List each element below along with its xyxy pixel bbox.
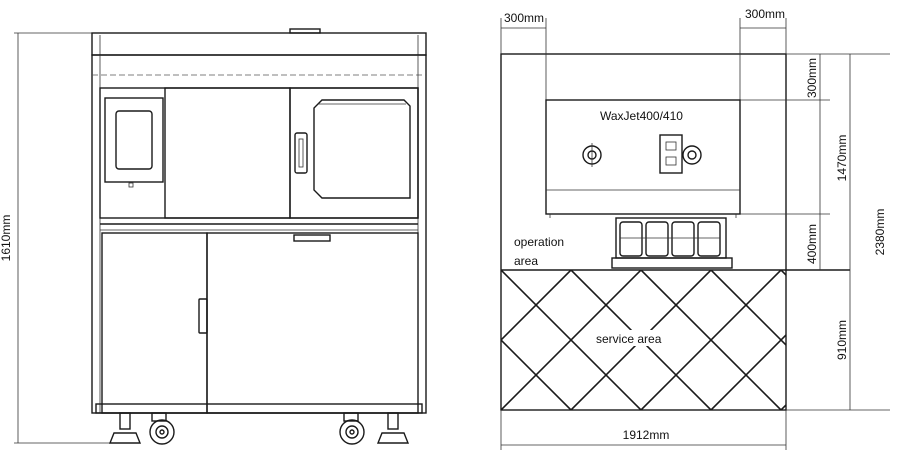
caster-right bbox=[339, 412, 365, 445]
top-cap bbox=[91, 32, 427, 56]
center-window bbox=[164, 87, 291, 219]
drawer-handle bbox=[293, 234, 331, 242]
layout-view: 300mm 300mm 300mm 1470mm 400mm 2380mm 91… bbox=[500, 7, 890, 450]
cartridge-module bbox=[611, 217, 733, 269]
service-label-bg bbox=[592, 330, 660, 346]
screen-frame bbox=[104, 97, 164, 183]
base-plinth bbox=[95, 403, 423, 414]
operation-area-line2: area bbox=[514, 254, 538, 268]
connector-block bbox=[659, 134, 683, 174]
top-clearance-label: 300mm bbox=[805, 58, 819, 98]
door-handle bbox=[294, 132, 308, 174]
right-clearance-label: 300mm bbox=[745, 7, 785, 21]
roller-left bbox=[582, 143, 602, 167]
power-button bbox=[128, 182, 134, 188]
front-view: 1610mm bbox=[0, 28, 427, 445]
foot-right bbox=[376, 412, 410, 444]
total-width-label: 1912mm bbox=[623, 428, 670, 442]
left-clearance-label: 300mm bbox=[504, 11, 544, 25]
cabinet-door-left bbox=[101, 232, 208, 414]
height-label: 1610mm bbox=[0, 215, 13, 262]
machine-body bbox=[91, 54, 427, 414]
operation-area-line1: operation bbox=[514, 235, 564, 249]
right-door bbox=[289, 87, 419, 219]
model-label: WaxJet400/410 bbox=[600, 109, 683, 123]
service-area-label: service area bbox=[596, 332, 662, 346]
door-window bbox=[313, 99, 411, 199]
total-depth-label: 2380mm bbox=[873, 209, 887, 256]
machine-top-view bbox=[545, 99, 741, 215]
cabinet-handle bbox=[198, 298, 208, 334]
machine-depth-label: 1470mm bbox=[835, 135, 849, 182]
door-handle-grip bbox=[298, 138, 304, 168]
operation-depth-label: 400mm bbox=[805, 224, 819, 264]
roller-right bbox=[682, 145, 702, 165]
caster-left bbox=[149, 412, 175, 445]
footprint-boundary bbox=[500, 53, 787, 411]
foot-left bbox=[108, 412, 142, 444]
top-handle bbox=[289, 28, 321, 34]
cabinet-door-right bbox=[206, 232, 419, 414]
service-depth-label: 910mm bbox=[835, 320, 849, 360]
control-screen bbox=[115, 110, 153, 170]
